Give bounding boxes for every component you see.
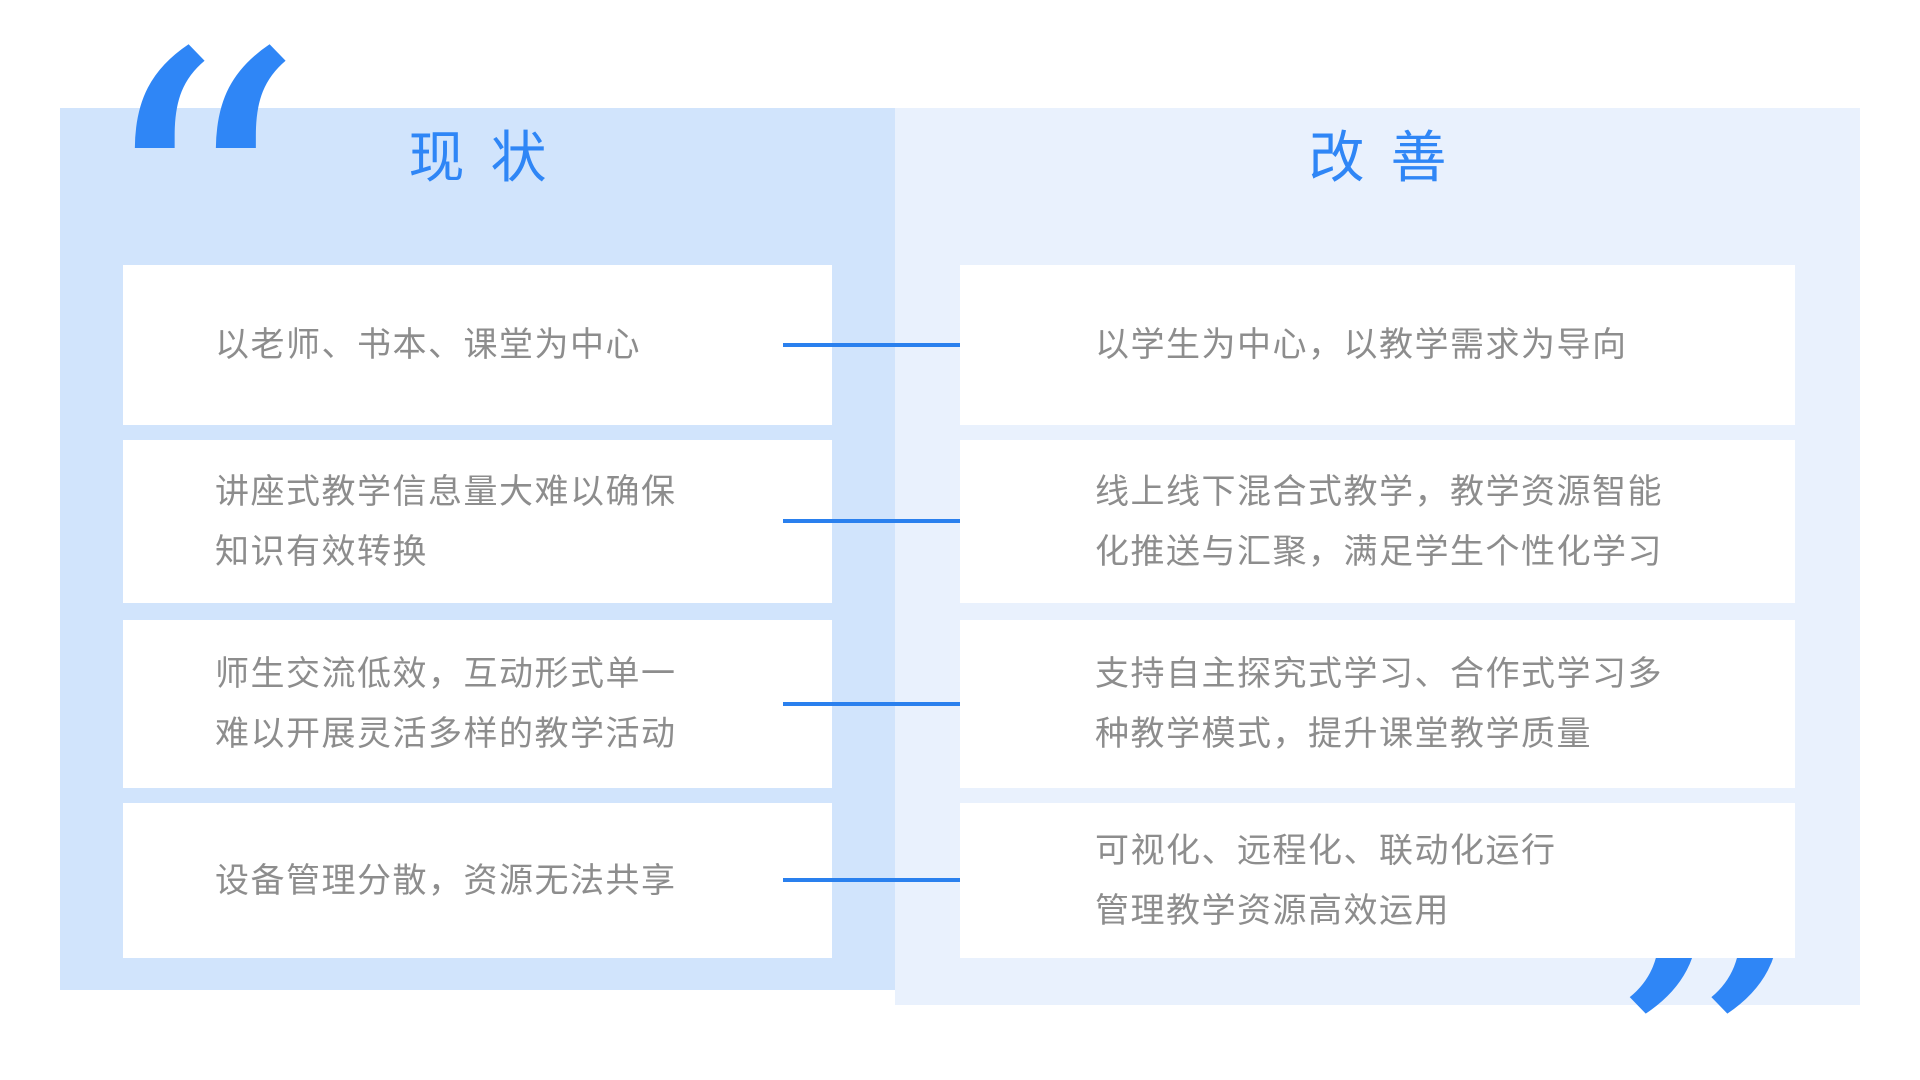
- current-item-4-text: 设备管理分散，资源无法共享: [215, 861, 677, 900]
- current-item-3-text-line2: 难以开展灵活多样的教学活动: [215, 715, 677, 753]
- current-item-4-box: 设备管理分散，资源无法共享: [123, 803, 832, 958]
- current-item-2-text-line2: 知识有效转换: [215, 532, 428, 571]
- arrow-shaft: [783, 343, 979, 347]
- current-item-2-box: 讲座式教学信息量大难以确保 知识有效转换: [123, 440, 832, 603]
- arrow-shaft: [783, 702, 979, 706]
- current-state-title: 现状: [408, 126, 573, 189]
- arrow-shaft: [783, 878, 979, 882]
- current-item-1-text: 以老师、书本、课堂为中心: [215, 326, 641, 364]
- improvement-item-4-text-line1: 可视化、远程化、联动化运行: [1095, 831, 1557, 870]
- improvement-item-2-text-line1: 线上线下混合式教学，教学资源智能: [1095, 472, 1663, 511]
- improvement-item-3-text-line2: 种教学模式，提升课堂教学质量: [1095, 715, 1592, 753]
- improvement-item-3-text-line1: 支持自主探究式学习、合作式学习多: [1095, 655, 1663, 693]
- improvement-title: 改善: [1308, 126, 1473, 189]
- improvement-item-4-box: 可视化、远程化、联动化运行 管理教学资源高效运用: [960, 803, 1795, 958]
- current-item-3-box: 师生交流低效，互动形式单一 难以开展灵活多样的教学活动: [123, 620, 832, 788]
- current-item-3-text-line1: 师生交流低效，互动形式单一: [215, 655, 677, 693]
- improvement-item-2-box: 线上线下混合式教学，教学资源智能 化推送与汇聚，满足学生个性化学习: [960, 440, 1795, 603]
- improvement-item-1-text: 以学生为中心，以教学需求为导向: [1095, 326, 1628, 364]
- improvement-item-3-box: 支持自主探究式学习、合作式学习多 种教学模式，提升课堂教学质量: [960, 620, 1795, 788]
- current-item-2-text-line1: 讲座式教学信息量大难以确保: [215, 472, 677, 511]
- current-item-1-box: 以老师、书本、课堂为中心: [123, 265, 832, 425]
- improvement-item-2-text-line2: 化推送与汇聚，满足学生个性化学习: [1095, 532, 1663, 571]
- arrow-shaft: [783, 519, 979, 523]
- improvement-item-1-box: 以学生为中心，以教学需求为导向: [960, 265, 1795, 425]
- improvement-item-4-text-line2: 管理教学资源高效运用: [1095, 891, 1450, 930]
